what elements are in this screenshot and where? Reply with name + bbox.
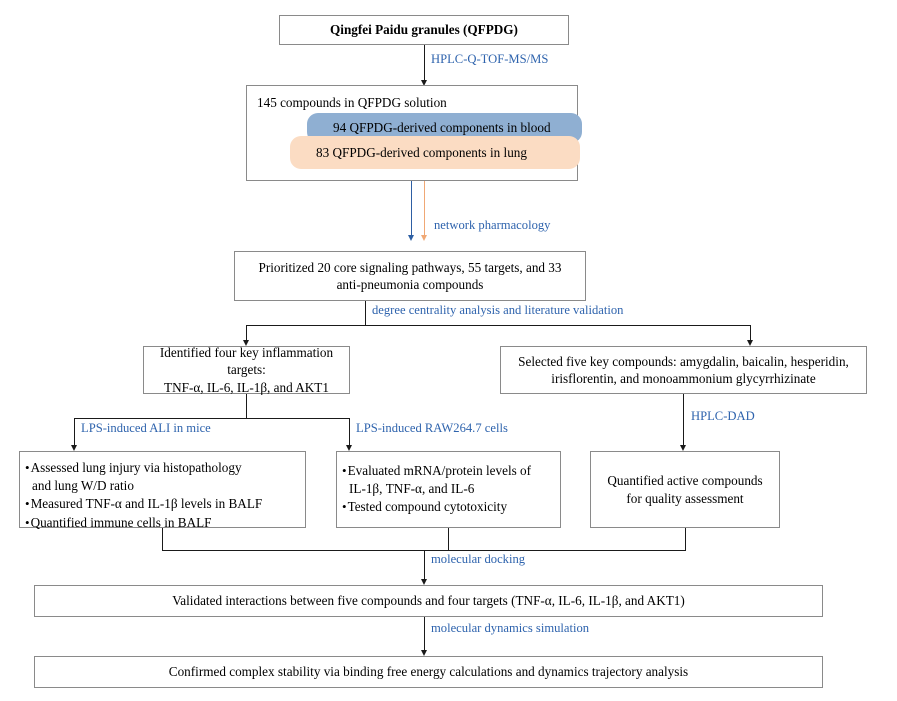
node-confirmed-stability: Confirmed complex stability via binding … bbox=[34, 656, 823, 688]
edge-invivo-down bbox=[162, 528, 163, 550]
edge-prioritized-stem bbox=[365, 301, 366, 325]
node-in-vivo-assays-list: Assessed lung injury via histopathologya… bbox=[25, 459, 263, 532]
node-compounds-container-label: 145 compounds in QFPDG solution bbox=[257, 95, 447, 110]
edge-leg-to-invitro bbox=[349, 418, 350, 449]
node-prioritized-pathways-line2: anti-pneumonia compounds bbox=[336, 277, 484, 292]
edge-label-hplc-dad: HPLC-DAD bbox=[691, 409, 755, 423]
list-item: Assessed lung injury via histopathologya… bbox=[25, 459, 262, 495]
node-quantified-compounds-line1: Quantified active compounds bbox=[607, 473, 763, 489]
node-qfpdg-title: Qingfei Paidu granules (QFPDG) bbox=[279, 15, 569, 45]
edge-targets-stem bbox=[246, 394, 247, 418]
node-validated-interactions-label: Validated interactions between five comp… bbox=[172, 593, 685, 609]
pill-blood-components-label: 94 QFPDG-derived components in blood bbox=[333, 120, 551, 135]
edge-split-bar-targets-compounds bbox=[246, 325, 750, 326]
list-item: Measured TNF-α and IL-1β levels in BALF bbox=[25, 495, 263, 513]
node-five-key-compounds-line2: irisflorentin, and monoammonium glycyrrh… bbox=[551, 371, 816, 386]
edge-label-hplc-qtof: HPLC-Q-TOF-MS/MS bbox=[431, 52, 549, 66]
edge-label-lps-ali-mice: LPS-induced ALI in mice bbox=[81, 421, 211, 435]
edge-validated-to-confirmed-arrowhead bbox=[420, 650, 427, 656]
edge-invitro-down bbox=[448, 528, 449, 550]
node-quantified-compounds: Quantified active compounds for quality … bbox=[590, 451, 780, 528]
edge-orange-network-pharmacology-arrowhead bbox=[420, 235, 427, 241]
edge-leg-to-compounds5-arrowhead bbox=[746, 340, 753, 346]
edge-compounds5-to-quant-arrowhead bbox=[679, 445, 686, 451]
edge-blue-network-pharmacology-arrowhead bbox=[407, 235, 414, 241]
edge-label-degree-centrality: degree centrality analysis and literatur… bbox=[372, 303, 624, 317]
pill-lung-components: 83 QFPDG-derived components in lung bbox=[290, 136, 580, 169]
edge-merge-to-validated-arrowhead bbox=[420, 579, 427, 585]
node-five-key-compounds: Selected five key compounds: amygdalin, … bbox=[500, 346, 867, 394]
edge-compounds5-to-quant bbox=[683, 394, 684, 449]
edge-top-to-compounds bbox=[424, 45, 425, 83]
edge-label-lps-raw: LPS-induced RAW264.7 cells bbox=[356, 421, 508, 435]
node-prioritized-pathways-line1: Prioritized 20 core signaling pathways, … bbox=[258, 259, 562, 275]
node-key-inflammation-targets-line1: Identified four key inflammation targets… bbox=[159, 344, 334, 378]
edge-split-bar-experiments bbox=[74, 418, 349, 419]
node-confirmed-stability-label: Confirmed complex stability via binding … bbox=[168, 664, 689, 680]
list-item: Tested compound cytotoxicity bbox=[342, 498, 531, 516]
edge-leg-to-invitro-arrowhead bbox=[345, 445, 352, 451]
edge-leg-to-invivo-arrowhead bbox=[70, 445, 77, 451]
edge-top-to-compounds-arrowhead bbox=[420, 80, 427, 86]
node-five-key-compounds-line1: Selected five key compounds: amygdalin, … bbox=[518, 353, 849, 369]
edge-orange-network-pharmacology bbox=[424, 181, 425, 237]
edge-leg-to-targets-arrowhead bbox=[242, 340, 249, 346]
edge-quant-down bbox=[685, 528, 686, 550]
node-prioritized-pathways: Prioritized 20 core signaling pathways, … bbox=[234, 251, 586, 301]
node-key-inflammation-targets: Identified four key inflammation targets… bbox=[143, 344, 350, 395]
edge-merge-to-validated bbox=[424, 550, 425, 583]
node-in-vivo-assays: Assessed lung injury via histopathologya… bbox=[19, 451, 306, 530]
node-qfpdg-title-label: Qingfei Paidu granules (QFPDG) bbox=[330, 22, 518, 38]
node-quantified-compounds-line2: for quality assessment bbox=[626, 490, 744, 506]
edge-leg-to-invivo bbox=[74, 418, 75, 449]
edge-label-md-simulation: molecular dynamics simulation bbox=[431, 621, 590, 635]
edge-label-molecular-docking: molecular docking bbox=[431, 552, 526, 566]
node-key-inflammation-targets-line2: TNF-α, IL-6, IL-1β, and AKT1 bbox=[164, 379, 329, 395]
edge-leg-to-targets bbox=[246, 325, 247, 343]
pill-lung-components-label: 83 QFPDG-derived components in lung bbox=[316, 144, 527, 160]
edge-label-network-pharmacology: network pharmacology bbox=[434, 218, 551, 232]
edge-validated-to-confirmed bbox=[424, 617, 425, 654]
edge-leg-to-compounds5 bbox=[750, 325, 751, 343]
list-item: Quantified immune cells in BALF bbox=[25, 514, 262, 532]
node-validated-interactions: Validated interactions between five comp… bbox=[34, 585, 823, 617]
edge-blue-network-pharmacology bbox=[411, 181, 412, 237]
